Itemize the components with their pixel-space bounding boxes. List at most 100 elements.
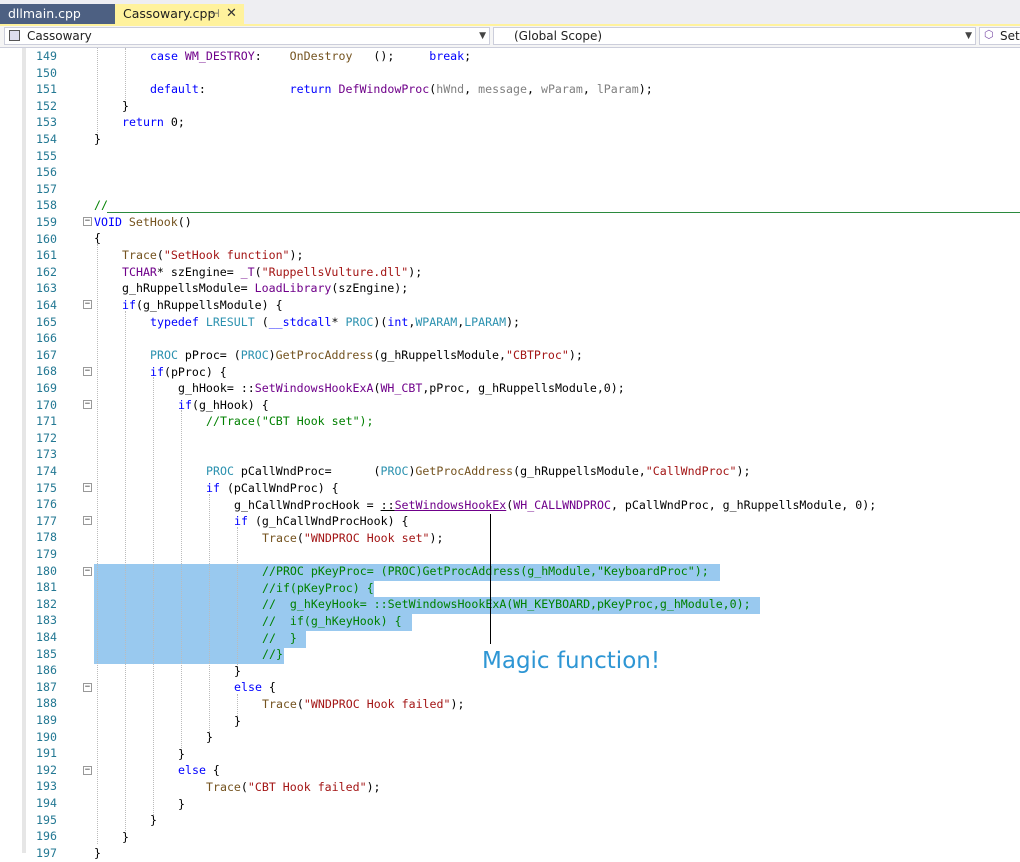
code-line-153: return 0; [122, 114, 185, 131]
code-text: ,pProc, g_hRuppellsModule,0); [422, 381, 625, 395]
type-name: WPARAM [415, 315, 458, 329]
pin-icon[interactable]: ⊣ [210, 7, 220, 20]
line-number: 191 [36, 746, 57, 761]
collapse-toggle[interactable]: − [83, 765, 92, 775]
line-number: 167 [36, 347, 57, 362]
separator-comment-line [107, 212, 1020, 213]
project-dropdown[interactable]: Cassowary ▼ [4, 27, 490, 45]
string-literal: "RuppellsVulture.dll" [261, 265, 409, 279]
collapse-toggle[interactable]: − [83, 682, 92, 692]
navigation-bar: Cassowary ▼ (Global Scope) ▼ ⬡ SetH [0, 26, 1020, 48]
code-line-185: //} [262, 647, 283, 661]
chevron-down-icon[interactable]: ▼ [479, 31, 486, 41]
collapse-toggle[interactable]: − [83, 216, 92, 226]
selection-highlight [94, 631, 306, 648]
macro: DefWindowProc [338, 82, 430, 96]
code-text [122, 215, 129, 229]
collapse-toggle[interactable]: − [83, 299, 92, 309]
line-number: 170 [36, 397, 57, 412]
line-number: 165 [36, 314, 57, 329]
code-text: (pProc) { [163, 365, 227, 379]
code-text: ); [429, 531, 444, 545]
string-literal: "CallWndProc" [645, 464, 737, 478]
line-number: 172 [36, 430, 57, 445]
code-line-180: //PROC pKeyProc= (PROC)GetProcAddress(g_… [262, 564, 709, 578]
line-number: 180 [36, 563, 57, 578]
code-text: (g_hHook) { [191, 398, 269, 412]
code-line-162: TCHAR* szEngine= _T("RuppellsVulture.dll… [122, 264, 422, 281]
code-text: pCallWndProc= ( [233, 464, 381, 478]
code-line-184: // } [262, 631, 297, 645]
collapse-toggle[interactable]: − [83, 515, 92, 525]
line-number: 151 [36, 82, 57, 97]
code-line-190: } [206, 730, 213, 744]
code-text: ); [408, 265, 423, 279]
line-number: 195 [36, 812, 57, 827]
code-text: : [254, 49, 290, 63]
macro: _T [240, 265, 255, 279]
code-text: ); [736, 464, 751, 478]
code-line-175: if (pCallWndProc) { [206, 480, 339, 497]
keyword: break [429, 49, 465, 63]
line-number: 176 [36, 497, 57, 512]
line-number: 196 [36, 829, 57, 844]
tab-label: Cassowary.cpp [123, 6, 216, 21]
code-line-189: } [234, 714, 241, 728]
line-number: 192 [36, 762, 57, 777]
member-dropdown[interactable]: ⬡ SetH [979, 27, 1020, 45]
type-name: PROC [206, 464, 234, 478]
line-number: 197 [36, 845, 57, 860]
code-text: ); [366, 780, 381, 794]
line-number: 182 [36, 596, 57, 611]
tab-cassowary-cpp[interactable]: Cassowary.cpp ⊣ ✕ [115, 4, 244, 24]
code-line-191: } [178, 747, 185, 761]
keyword: if [150, 365, 164, 379]
parameter: wParam [540, 82, 583, 96]
code-text: * [331, 315, 346, 329]
keyword: else [178, 763, 206, 777]
code-text: , [582, 82, 597, 96]
string-literal: "WNDPROC Hook set" [303, 531, 430, 545]
code-text: , [408, 315, 416, 329]
code-text: g_hCallWndProcHook = [234, 498, 381, 512]
line-number: 187 [36, 679, 57, 694]
line-number: 156 [36, 165, 57, 180]
line-number: 163 [36, 281, 57, 296]
active-tab-underline [0, 24, 1020, 26]
line-number: 154 [36, 132, 57, 146]
line-number: 161 [36, 248, 57, 263]
function-name: Trace [206, 780, 241, 794]
code-text: ); [450, 697, 465, 711]
code-line-170: if(g_hHook) { [178, 397, 269, 414]
collapse-toggle[interactable]: − [83, 366, 92, 376]
close-icon[interactable]: ✕ [226, 6, 237, 21]
tab-dllmain-cpp[interactable]: dllmain.cpp [0, 4, 115, 24]
indent-guide [181, 410, 182, 750]
chevron-down-icon[interactable]: ▼ [965, 31, 972, 41]
code-text: () [177, 215, 192, 229]
keyword: if [122, 298, 136, 312]
line-number: 160 [36, 231, 57, 246]
keyword: return [289, 82, 339, 96]
indent-guide [237, 694, 238, 724]
code-line-160: { [94, 231, 101, 245]
code-line-149: case WM_DESTROY: OnDestroy (); break; [150, 48, 471, 65]
line-number: 162 [36, 264, 57, 279]
code-line-177: if (g_hCallWndProcHook) { [234, 513, 409, 530]
code-text: g_hHook= :: [178, 381, 255, 395]
code-line-164: if(g_hRuppellsModule) { [122, 297, 283, 314]
code-text: ); [568, 348, 583, 362]
code-text: ( [254, 265, 262, 279]
function-name[interactable]: SetWindowsHookEx [394, 498, 507, 512]
scope-dropdown[interactable]: (Global Scope) ▼ [493, 27, 976, 45]
collapse-toggle[interactable]: − [83, 482, 92, 492]
line-number: 166 [36, 331, 57, 346]
parameter: hWnd [436, 82, 465, 96]
collapse-toggle[interactable]: − [83, 566, 92, 576]
collapse-toggle[interactable]: − [83, 399, 92, 409]
code-text: ( [296, 697, 304, 711]
line-number: 169 [36, 381, 57, 395]
type-name: PROC [380, 464, 409, 478]
code-line-196: } [122, 830, 129, 844]
